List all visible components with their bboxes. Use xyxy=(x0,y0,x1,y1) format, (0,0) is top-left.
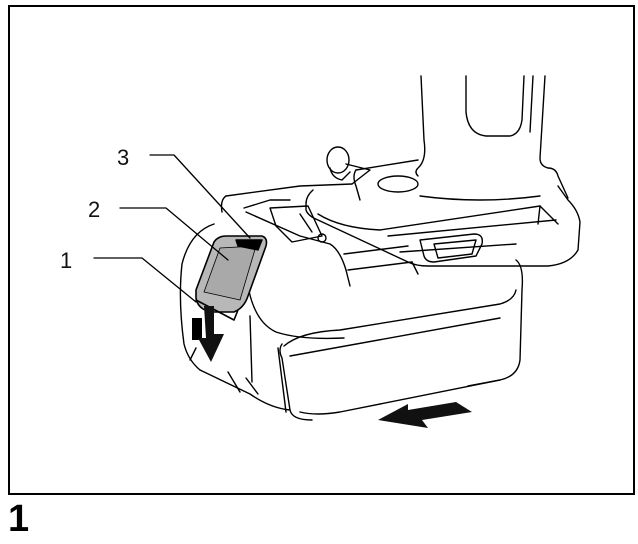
callout-label-2: 2 xyxy=(88,197,101,222)
battery-top xyxy=(220,183,419,287)
figure-frame xyxy=(8,5,635,495)
figure-number: 1 xyxy=(8,498,30,540)
callout-label-3: 3 xyxy=(117,145,130,170)
tool-base xyxy=(305,146,581,267)
red-indicator xyxy=(192,318,202,340)
tool-handle xyxy=(415,75,549,177)
press-down-arrow xyxy=(198,306,224,362)
battery-cartridge xyxy=(179,223,524,421)
slide-out-arrow xyxy=(378,402,472,428)
callout-leaders xyxy=(93,154,251,303)
callout-label-1: 1 xyxy=(60,248,73,273)
